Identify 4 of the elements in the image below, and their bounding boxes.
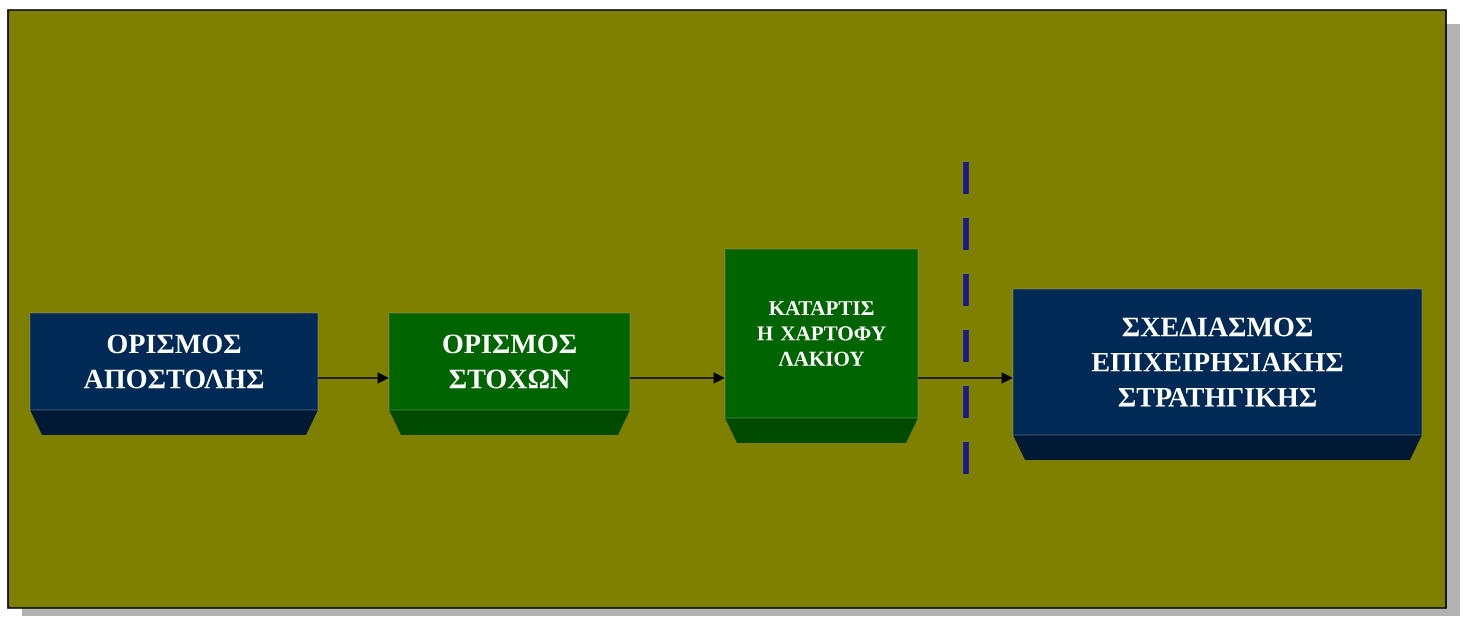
process-box: ΣΧΕΔΙΑΣΜΟΣ ΕΠΙΧΕΙΡΗΣΙΑΚΗΣ ΣΤΡΑΤΗΓΙΚΗΣ — [1012, 288, 1423, 460]
process-box: ΟΡΙΣΜΟΣ ΑΠΟΣΤΟΛΗΣ — [29, 312, 319, 435]
process-box: ΟΡΙΣΜΟΣ ΣΤΟΧΩΝ — [388, 312, 631, 435]
process-box: ΚΑΤΑΡΤΙΣ Η ΧΑΡΤΟΦΥ ΛΑΚΙΟΥ — [724, 248, 919, 443]
